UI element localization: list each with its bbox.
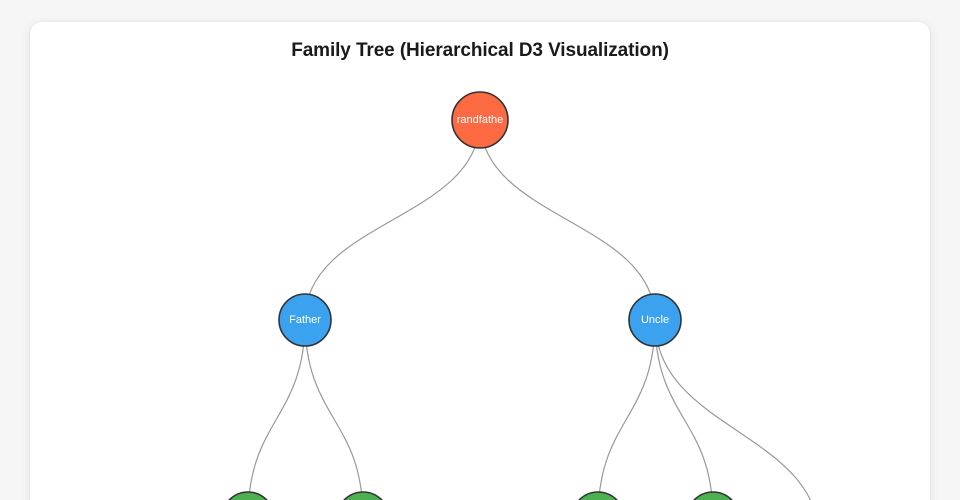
visualization-card: Family Tree (Hierarchical D3 Visualizati… — [30, 22, 930, 500]
tree-node[interactable]: Uncle — [628, 293, 682, 347]
tree-node[interactable] — [572, 491, 624, 500]
tree-node[interactable] — [687, 491, 739, 500]
tree-link — [654, 319, 713, 500]
tree-node-circle[interactable] — [628, 293, 682, 347]
tree-node-circle[interactable] — [222, 491, 274, 500]
tree-node-circle[interactable] — [687, 491, 739, 500]
tree-link — [479, 119, 656, 321]
tree-node-label: Uncle — [641, 314, 669, 326]
tree-node-circle[interactable] — [337, 491, 389, 500]
tree-link — [248, 319, 306, 500]
tree-node-circle[interactable] — [451, 91, 509, 149]
tree-node[interactable] — [337, 491, 389, 500]
tree-node[interactable]: Father — [278, 293, 332, 347]
tree-node[interactable] — [222, 491, 274, 500]
tree-links-layer — [248, 119, 812, 500]
tree-link — [304, 119, 481, 321]
tree-node-circle[interactable] — [278, 293, 332, 347]
tree-node-label: randfathe — [457, 114, 503, 126]
tree-link — [654, 319, 812, 500]
tree-link — [598, 319, 656, 500]
page-title: Family Tree (Hierarchical D3 Visualizati… — [291, 40, 669, 61]
tree-node-circle[interactable] — [572, 491, 624, 500]
tree-link — [304, 319, 363, 500]
tree-node-label: Father — [289, 314, 321, 326]
tree-node[interactable]: randfathe — [451, 91, 509, 149]
